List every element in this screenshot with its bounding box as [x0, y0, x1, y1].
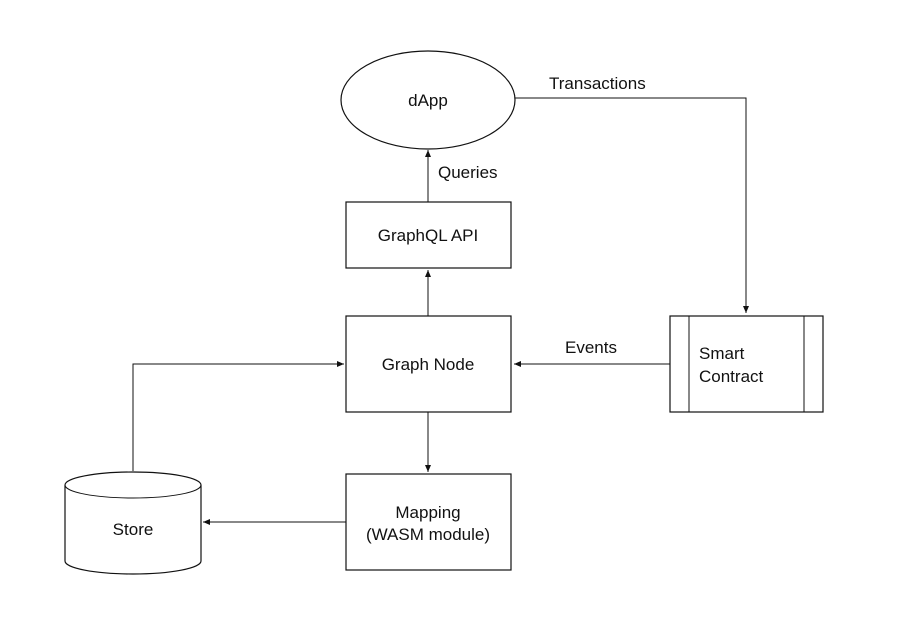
node-dapp: dApp — [340, 50, 516, 150]
node-mapping: Mapping (WASM module) — [345, 473, 512, 571]
node-dapp-label: dApp — [408, 91, 448, 110]
node-smart-contract-label-line1: Smart — [699, 344, 745, 363]
edge-store-to-graph-node — [132, 361, 344, 471]
edge-label-events: Events — [565, 338, 617, 357]
node-graphql-api-label: GraphQL API — [378, 226, 478, 245]
node-store: Store — [64, 471, 202, 575]
node-smart-contract: Smart Contract — [669, 315, 824, 413]
edge-label-queries: Queries — [438, 163, 498, 182]
node-graph-node: Graph Node — [345, 315, 512, 413]
node-graphql-api: GraphQL API — [345, 201, 512, 269]
node-mapping-label-line2: (WASM module) — [366, 525, 490, 544]
node-graph-node-label: Graph Node — [382, 355, 475, 374]
edge-transactions — [515, 97, 749, 313]
edge-label-transactions: Transactions — [549, 74, 646, 93]
node-mapping-label-line1: Mapping — [395, 503, 460, 522]
node-store-label: Store — [113, 520, 154, 539]
node-smart-contract-label-line2: Contract — [699, 367, 764, 386]
